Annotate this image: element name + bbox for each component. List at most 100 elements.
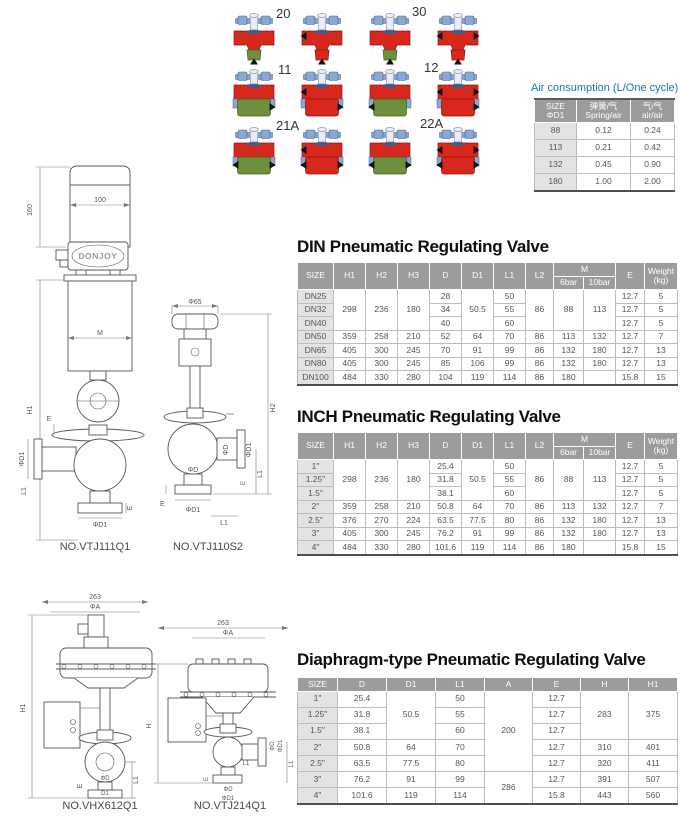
- value-cell: 224: [397, 513, 430, 528]
- inch-section-title: INCH Pneumatic Regulating Valve: [297, 407, 561, 426]
- value-cell: 31.8: [429, 472, 462, 487]
- value-cell: 132: [553, 526, 584, 541]
- value-cell: 245: [397, 356, 430, 371]
- column-header: H1: [333, 262, 366, 290]
- column-header: M: [553, 432, 616, 447]
- dim-e: E: [204, 777, 210, 781]
- value-cell: 2.00: [630, 172, 675, 192]
- value-cell: 91: [386, 770, 436, 789]
- row-header-cell: 1": [297, 459, 334, 474]
- value-cell: 104: [429, 370, 462, 385]
- valve-icon-block-red: [300, 126, 344, 184]
- dim-l1-left: L1: [21, 487, 28, 495]
- dim-phia: ΦA: [90, 604, 101, 611]
- value-cell: 40: [429, 316, 462, 331]
- value-cell: 50.5: [461, 459, 494, 501]
- dim-phid1: ΦD1: [246, 443, 253, 458]
- value-cell: 0.24: [630, 122, 675, 140]
- value-cell: 119: [386, 787, 436, 805]
- value-cell: 180: [583, 513, 616, 528]
- value-cell: 132: [583, 499, 616, 514]
- column-header: SIZE: [297, 677, 338, 692]
- value-cell: 119: [461, 540, 494, 555]
- value-cell: 70: [493, 329, 526, 344]
- value-cell: 113: [583, 289, 616, 331]
- valve-icon-block-red: [300, 68, 344, 126]
- value-cell: 258: [365, 329, 398, 344]
- dim-h1: H1: [27, 405, 34, 414]
- dim-d1: D1: [101, 791, 109, 797]
- value-cell: 86: [525, 329, 554, 344]
- value-cell: 50: [435, 690, 485, 708]
- column-header: 10bar: [583, 445, 616, 460]
- value-cell: 15: [644, 540, 678, 555]
- value-cell: 236: [365, 459, 398, 501]
- value-cell: 320: [580, 754, 629, 772]
- row-header-cell: 180: [534, 172, 577, 192]
- value-cell: 180: [397, 289, 430, 331]
- value-cell: 99: [493, 526, 526, 541]
- dim-e: E: [241, 481, 247, 485]
- value-cell: 114: [493, 540, 526, 555]
- value-cell: 405: [333, 343, 366, 358]
- column-header: L1: [493, 432, 526, 460]
- value-cell: 375: [628, 690, 678, 740]
- row-header-cell: DN25: [297, 289, 334, 304]
- value-cell: 405: [333, 526, 366, 541]
- column-header: Weight(kg): [644, 432, 678, 460]
- dim-phid1-bottom: ΦD1: [222, 796, 235, 802]
- value-cell: 5: [644, 472, 678, 487]
- row-header-cell: 3": [297, 526, 334, 541]
- dim-l1: L1: [257, 470, 264, 478]
- column-header: L2: [525, 262, 554, 290]
- value-cell: 114: [435, 787, 485, 805]
- valve-icon-block-green: [368, 68, 412, 126]
- valve-icon-tee-red: [300, 12, 344, 70]
- column-header: H1: [333, 432, 366, 460]
- dim-m: M: [97, 330, 103, 337]
- dim-phid: ΦD: [223, 445, 230, 456]
- dim-phid1-bottom: ΦD1: [186, 507, 201, 514]
- value-cell: 411: [628, 754, 678, 772]
- dim-e-bottom: E: [160, 501, 165, 508]
- value-cell: 280: [397, 540, 430, 555]
- dim-l1: L1: [133, 776, 140, 784]
- value-cell: 12.7: [615, 499, 645, 514]
- row-header-cell: 1.25": [297, 706, 338, 724]
- value-cell: 31.8: [337, 706, 387, 724]
- value-cell: 113: [583, 459, 616, 501]
- dim-l1-bottom: L1: [220, 520, 228, 527]
- value-cell: 12.7: [532, 722, 581, 740]
- value-cell: 200: [484, 690, 533, 772]
- value-cell: 55: [493, 472, 526, 487]
- value-cell: 5: [644, 316, 678, 331]
- dim-l1: L1: [243, 761, 250, 767]
- column-header: H2: [365, 432, 398, 460]
- row-header-cell: 2": [297, 499, 334, 514]
- column-header: E: [615, 432, 645, 460]
- value-cell: 12.7: [532, 754, 581, 772]
- value-cell: 86: [525, 499, 554, 514]
- dim-phid: ΦD: [100, 776, 110, 782]
- column-header: L1: [493, 262, 526, 290]
- value-cell: 106: [461, 356, 494, 371]
- row-header-cell: DN50: [297, 329, 334, 344]
- value-cell: 12.7: [615, 459, 645, 474]
- value-cell: 210: [397, 329, 430, 344]
- dim-phid-right: ΦD: [270, 741, 276, 751]
- dim-phi65: Φ65: [188, 299, 201, 306]
- value-cell: 113: [553, 329, 584, 344]
- value-cell: 86: [525, 370, 554, 385]
